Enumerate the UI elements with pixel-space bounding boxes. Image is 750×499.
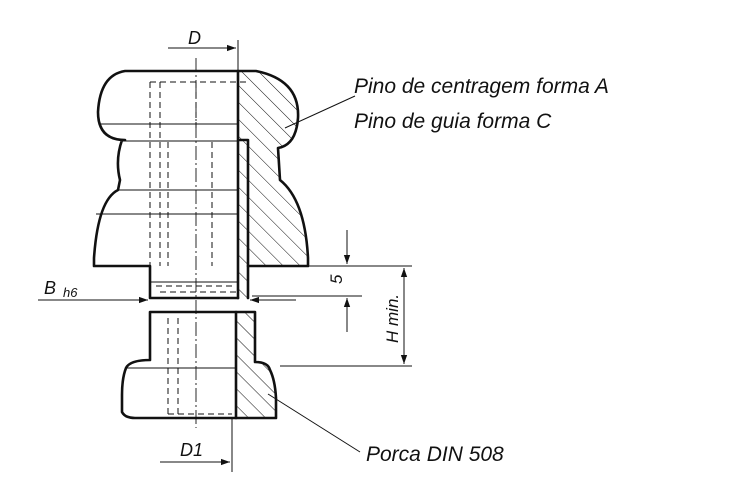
dim-d1-label: D1 [180, 440, 203, 460]
leader-nut [267, 393, 361, 453]
nut-section-hatch [236, 312, 276, 418]
pin-bore-edge [236, 69, 250, 300]
nut-hidden-thread [167, 318, 232, 415]
pin-hidden-bore [149, 81, 248, 266]
pin-section-outline [236, 69, 310, 300]
dim-b-label: B [44, 278, 56, 298]
callout-pin-a: Pino de centragem forma A [354, 75, 609, 98]
dim-d-label: D [188, 28, 201, 48]
nut-outline [120, 310, 278, 420]
leader-pin [284, 95, 356, 129]
centering-pin-outline [92, 69, 240, 300]
dim-h-label: H min. [383, 294, 402, 343]
dim-5-label: 5 [327, 274, 346, 284]
pin-section-hatch [238, 71, 308, 298]
callout-pin-c: Pino de guia forma C [354, 110, 552, 133]
dim-b-tolerance: h6 [63, 285, 78, 300]
callout-nut: Porca DIN 508 [366, 443, 504, 466]
